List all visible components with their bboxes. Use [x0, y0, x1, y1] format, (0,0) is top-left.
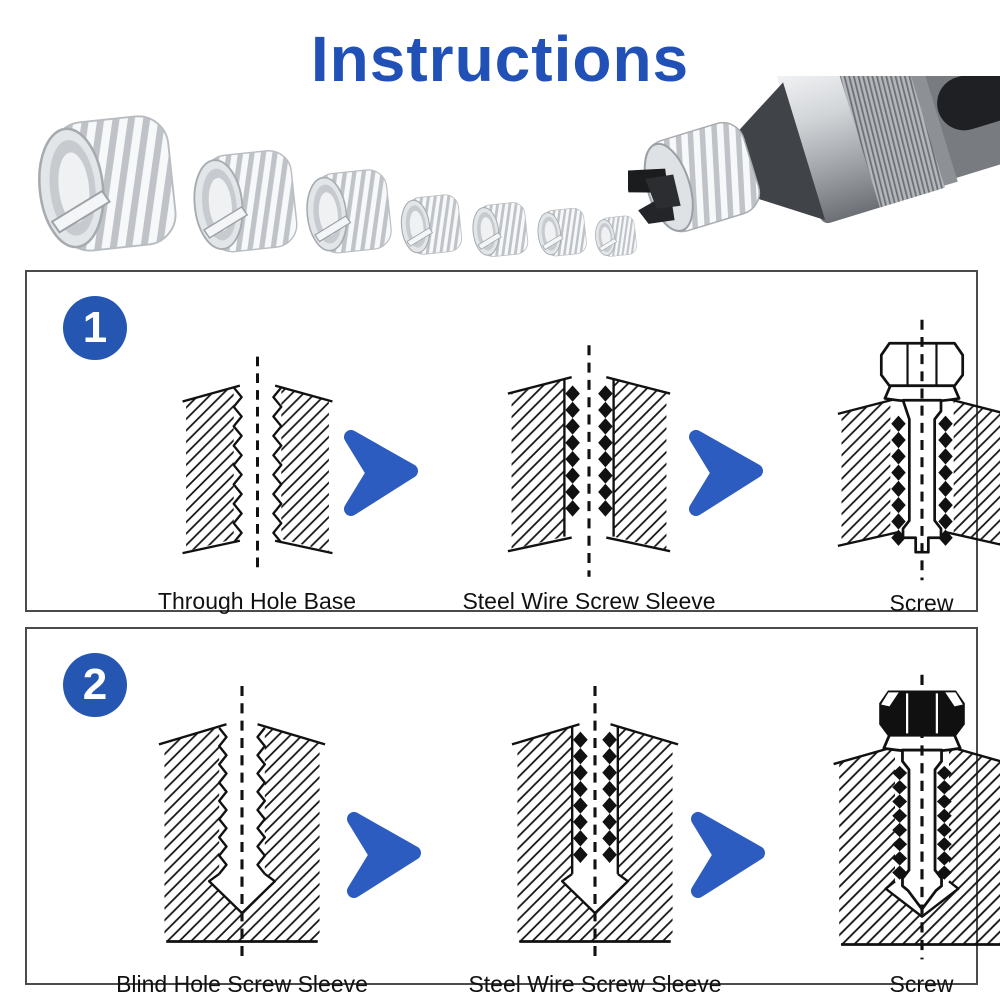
arrow-right-icon [679, 807, 775, 903]
figure-steel-wire-screw-sleeve-blind: Steel Wire Screw Sleeve [465, 675, 725, 998]
step-number: 2 [82, 660, 108, 709]
wire-insert-photo-2 [186, 146, 300, 258]
steel-wire-sleeve-diagram [507, 345, 671, 577]
screw-through-hole-diagram [837, 319, 1000, 581]
figure-blind-hole-screw-sleeve: Blind Hole Screw Sleeve [112, 675, 372, 998]
step-2-number-badge: 2 [63, 653, 127, 717]
figure-label: Steel Wire Screw Sleeve [462, 588, 716, 614]
through-hole-base-diagram [181, 356, 333, 574]
page-title: Instructions [310, 23, 690, 95]
wire-insert-photo-5 [468, 200, 530, 260]
blind-hole-diagram [158, 685, 326, 957]
installation-tool-photo [628, 76, 1000, 233]
wire-insert-photo-1 [28, 110, 180, 259]
figure-screw-blind-hole: Screw [789, 669, 1000, 998]
step-panel-1: 1 Through Hole Base [25, 270, 1000, 616]
arrow-right-icon [677, 425, 773, 521]
step-number: 1 [82, 303, 108, 352]
steel-wire-sleeve-blind-diagram [511, 685, 679, 957]
step-panel-2: 2 Blind Hole Screw Sleeve [25, 627, 1000, 997]
figure-through-hole-base: Through Hole Base [137, 346, 377, 615]
wire-insert-photo-6 [534, 206, 588, 259]
figure-label: Through Hole Base [157, 588, 357, 614]
screw-blind-hole-diagram [832, 674, 1000, 960]
figure-steel-wire-screw-sleeve: Steel Wire Screw Sleeve [459, 338, 719, 615]
arrow-right-icon [335, 807, 431, 903]
figure-label: Screw [889, 971, 954, 997]
arrow-right-icon [332, 425, 428, 521]
figure-screw-through-hole: Screw [789, 314, 1000, 617]
wire-insert-photo-4 [396, 192, 464, 258]
figure-label: Screw [889, 590, 954, 616]
figure-label: Steel Wire Screw Sleeve [468, 971, 722, 997]
figure-label: Blind Hole Screw Sleeve [116, 971, 368, 997]
wire-insert-photo-3 [300, 166, 394, 258]
step-1-number-badge: 1 [63, 296, 127, 360]
